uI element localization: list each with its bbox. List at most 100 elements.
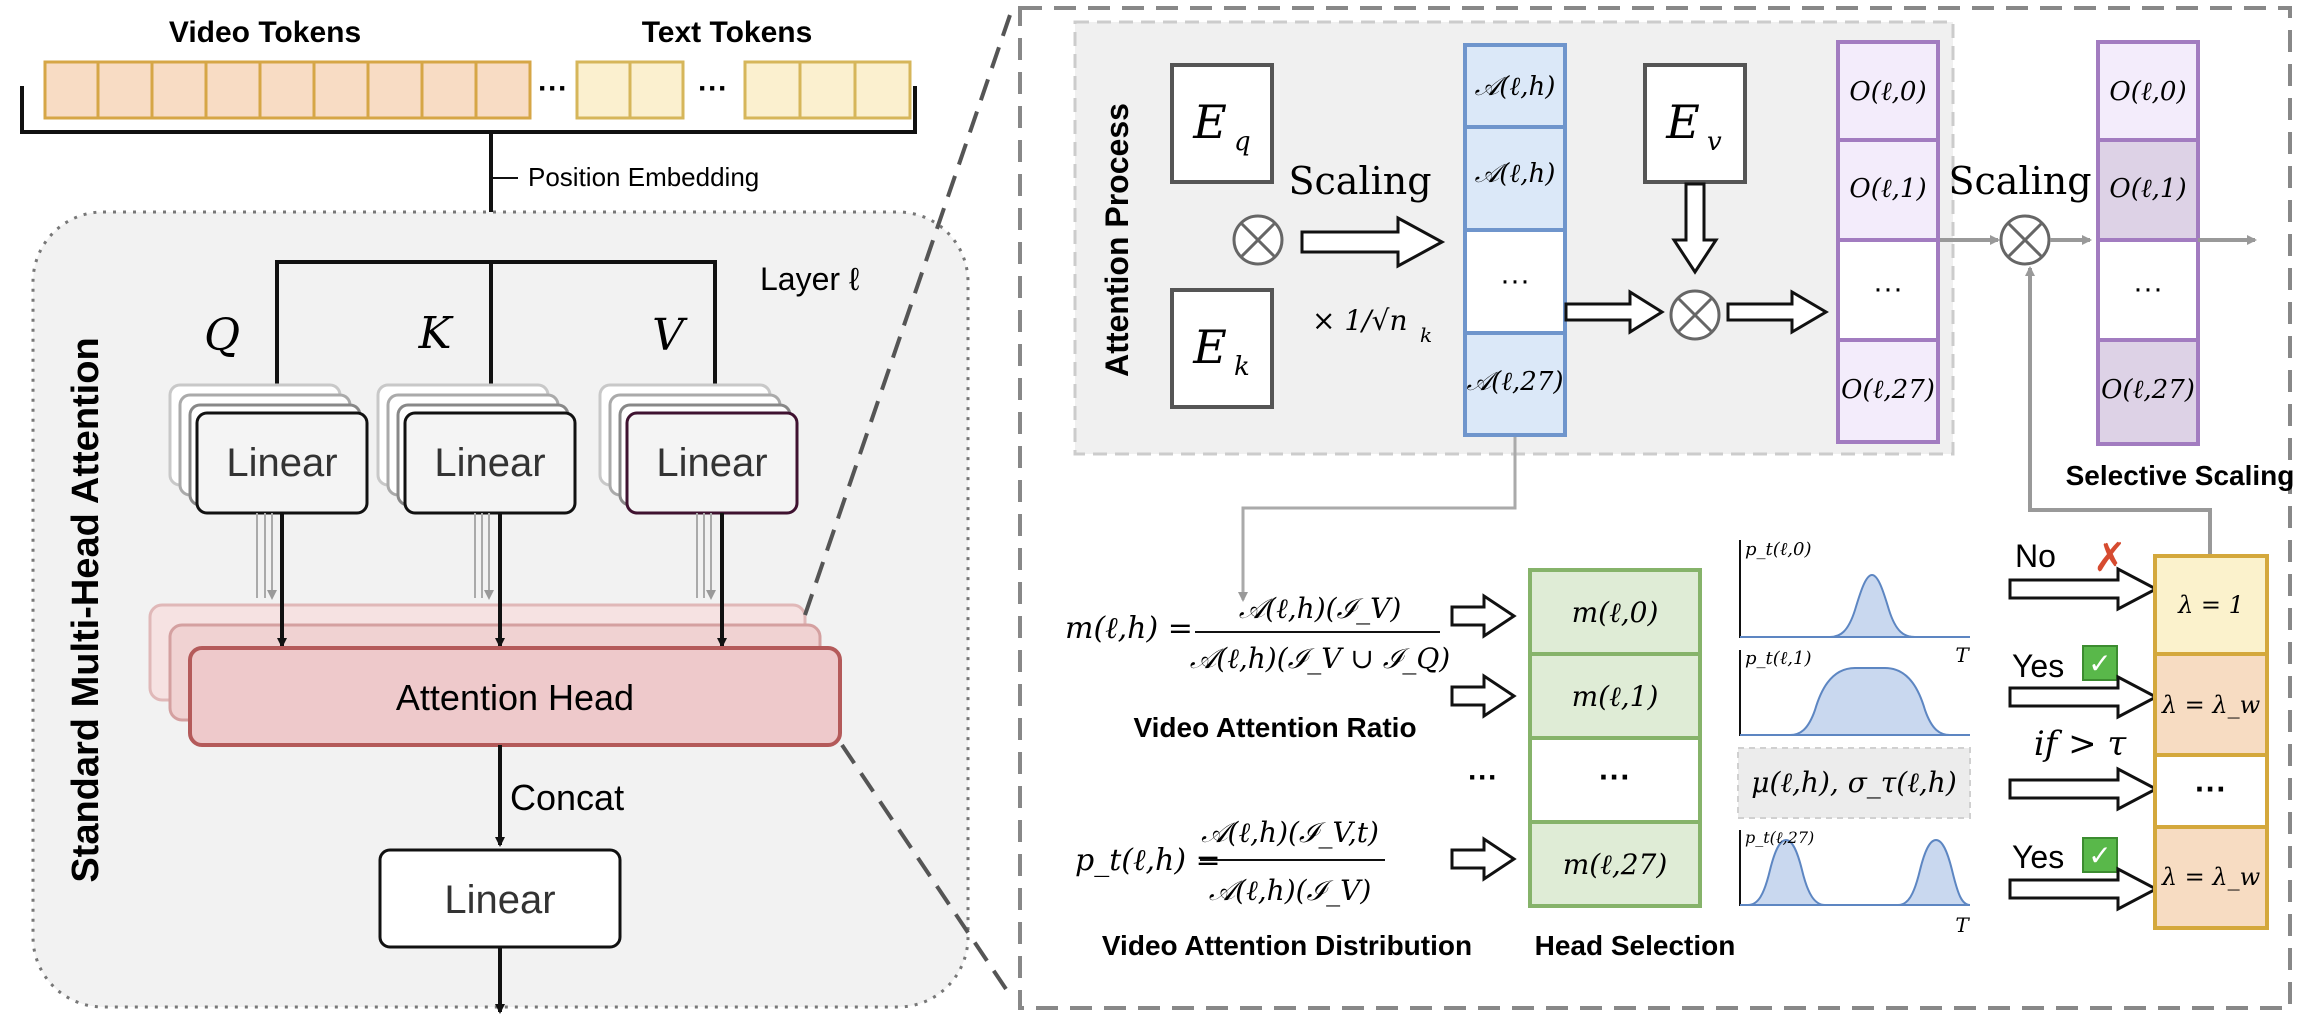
- plot-1-axis-label: T: [1955, 643, 1970, 667]
- plot-27-curve: [1740, 838, 1971, 906]
- video-token-strip: [43, 60, 532, 120]
- m-cell-3: m(ℓ,27): [1563, 848, 1668, 881]
- threshold-condition-label: if > τ: [2034, 724, 2128, 764]
- lambda-feedback-arrow: [2025, 266, 2212, 556]
- detail-frame: [1018, 6, 2292, 1010]
- eq-subscript: q: [1234, 127, 1251, 157]
- zoom-line-bottom: [840, 743, 1012, 997]
- decision-arrow-2: [2008, 866, 2160, 912]
- decision-2-label: Yes: [2012, 839, 2064, 875]
- selective-scaling-label: Selective Scaling: [2066, 460, 2295, 491]
- video-attention-distribution-formula: p_t(ℓ,h) = 𝒜(ℓ,h)(ℐ_V,t) 𝒜(ℓ,h)(ℐ_V): [1075, 816, 1385, 907]
- av-multiply-icon: [1669, 289, 1721, 341]
- output-linear-label: Linear: [444, 878, 555, 922]
- m-cell-2: ···: [1599, 759, 1631, 795]
- scaled-output-column: O(ℓ,0) O(ℓ,1) ··· O(ℓ,27): [2096, 40, 2200, 446]
- video-token-dividers: [96, 62, 478, 118]
- dist-formula-lhs: p_t(ℓ,h) =: [1075, 843, 1221, 878]
- plot-27-label: p_t(ℓ,27): [1745, 828, 1814, 847]
- eq-box: [1170, 63, 1274, 184]
- attention-head-box: [188, 646, 842, 747]
- decision-arrow-1: [2008, 674, 2160, 720]
- scale-factor-label: × 1/√n: [1312, 304, 1407, 337]
- ratio-to-m-arrow-1: [1450, 593, 1517, 639]
- attention-to-ratio-arrow: [1238, 437, 1517, 602]
- eq-label: E: [1192, 95, 1227, 149]
- decision-arrow-threshold: [2008, 766, 2160, 812]
- linear-k-label: Linear: [434, 441, 545, 485]
- text-tokens-label: Text Tokens: [642, 16, 813, 49]
- yes-check-mark-1: ✓: [2088, 648, 2111, 679]
- video-tokens-label: Video Tokens: [169, 16, 361, 49]
- q-label: Q: [204, 310, 240, 361]
- plot-1-label: p_t(ℓ,1): [1745, 648, 1811, 669]
- linear-v-label: Linear: [656, 441, 767, 485]
- lambda-cell-1: λ = λ_w: [2161, 691, 2261, 719]
- scaling-label-2: Scaling: [1948, 159, 2091, 203]
- output-cell-1: O(ℓ,1): [1849, 174, 1926, 204]
- text-token-row-2: [743, 60, 912, 120]
- scaling-arrow: [1300, 215, 1446, 269]
- scaled-output-cell-0: O(ℓ,0): [2109, 77, 2186, 107]
- v-label: V: [652, 310, 688, 361]
- ratio-formula-numerator: 𝒜(ℓ,h)(ℐ_V): [1239, 592, 1402, 625]
- output-column: O(ℓ,0) O(ℓ,1) ··· O(ℓ,27): [1836, 40, 1940, 444]
- lambda-column: λ = 1 λ = λ_w ··· λ = λ_w: [2153, 554, 2269, 930]
- video-attention-ratio-label: Video Attention Ratio: [1133, 712, 1416, 743]
- plot-head-0: p_t(ℓ,0): [1739, 539, 1970, 638]
- dist-to-m-arrow: [1450, 836, 1517, 882]
- video-attention-distribution-label: Video Attention Distribution: [1102, 930, 1472, 961]
- m-cell-0: m(ℓ,0): [1572, 596, 1659, 629]
- m-column: m(ℓ,0) m(ℓ,1) ··· m(ℓ,27): [1528, 568, 1702, 908]
- decision-0-label: No: [2015, 538, 2056, 574]
- plot-head-1: p_t(ℓ,1) T: [1739, 643, 1970, 736]
- yes-check-icon-2: [2082, 837, 2118, 873]
- output-cell-0: O(ℓ,0): [1849, 77, 1926, 107]
- video-attention-ratio-formula: m(ℓ,h) = 𝒜(ℓ,h)(ℐ_V) 𝒜(ℓ,h)(ℐ_V ∪ ℐ_Q): [1065, 592, 1450, 675]
- ev-down-arrow: [1671, 182, 1719, 275]
- yes-check-mark-2: ✓: [2088, 840, 2111, 871]
- concat-label: Concat: [510, 777, 624, 818]
- selective-scale-multiply-icon: [1999, 214, 2051, 266]
- linear-q-stack: Linear: [168, 383, 369, 515]
- k-head-gray-arrows: [474, 513, 489, 598]
- ratio-to-m-arrow-2: [1450, 673, 1517, 719]
- attention-cell-3: 𝒜(ℓ,27): [1466, 367, 1563, 397]
- multiply-to-output-arrow: [1726, 289, 1829, 335]
- left-panel: Video Tokens Text Tokens ··· ··· Positio…: [20, 16, 970, 1014]
- position-embedding-label: Position Embedding: [528, 162, 759, 192]
- mu-sigma-box: [1737, 747, 1971, 819]
- token-ellipsis-2: ···: [698, 72, 728, 105]
- ev-subscript: v: [1707, 127, 1722, 157]
- q-head-gray-arrows: [256, 513, 272, 598]
- plot-head-27: p_t(ℓ,27) T: [1739, 828, 1971, 937]
- mu-sigma-label: μ(ℓ,h), σ_τ(ℓ,h): [1751, 766, 1957, 799]
- text-token-strip-2: [743, 60, 912, 120]
- ek-label: E: [1192, 320, 1227, 374]
- attention-cell-1: 𝒜(ℓ,h): [1475, 159, 1556, 189]
- text-token-dividers-2: [798, 62, 857, 118]
- scale-factor-subscript: k: [1420, 323, 1432, 347]
- side-ellipsis: ···: [1468, 761, 1498, 794]
- linear-k-stack: Linear: [376, 383, 577, 515]
- head-selection-label: Head Selection: [1535, 930, 1736, 961]
- plot-0-label: p_t(ℓ,0): [1745, 539, 1811, 560]
- plot-1-curve: [1740, 667, 1970, 736]
- plot-0-curve: [1740, 573, 1970, 638]
- output-cell-2: ···: [1873, 272, 1903, 305]
- ratio-formula-lhs: m(ℓ,h) =: [1065, 611, 1193, 646]
- decision-arrow-0: [2008, 566, 2160, 612]
- token-bracket: [20, 86, 917, 134]
- dist-formula-denominator: 𝒜(ℓ,h)(ℐ_V): [1209, 874, 1372, 907]
- qkv-split-line: [275, 260, 717, 402]
- plot-27-axis-label: T: [1955, 913, 1970, 937]
- right-panel: Attention Process E q E k Scaling × 1/√n…: [1018, 6, 2295, 1010]
- layer-label: Layer ℓ: [760, 261, 859, 297]
- ev-box: [1643, 63, 1747, 184]
- text-token-row-1: [575, 60, 685, 120]
- m-cell-1: m(ℓ,1): [1572, 680, 1659, 713]
- attention-cell-0: 𝒜(ℓ,h): [1475, 72, 1556, 102]
- ek-box: [1170, 288, 1274, 409]
- dist-formula-numerator: 𝒜(ℓ,h)(ℐ_V,t): [1201, 816, 1379, 849]
